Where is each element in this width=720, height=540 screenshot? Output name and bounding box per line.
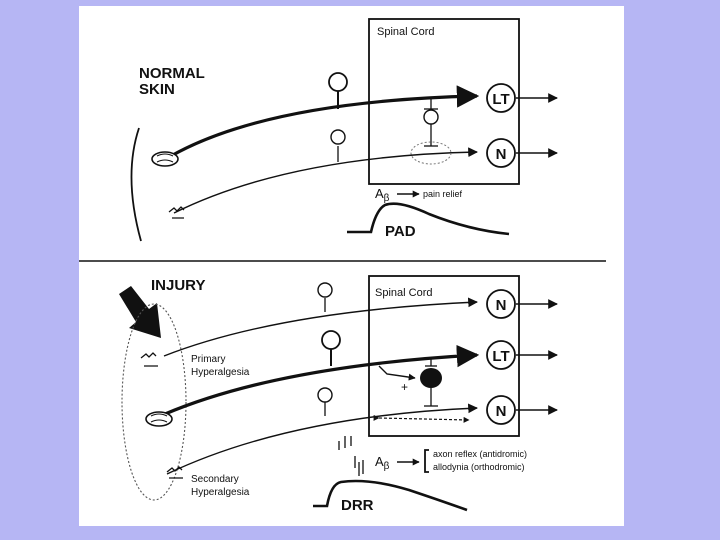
pain-relief-label: pain relief <box>423 189 463 199</box>
drr-spikes <box>338 436 364 476</box>
n-neuron-top <box>486 138 516 168</box>
pad-waveform <box>347 202 510 236</box>
primary-hyperalgesia-line1: Primary <box>191 354 225 365</box>
secondary-hyperalgesia-line2: Hyperalgesia <box>191 487 250 498</box>
injury-title: INJURY <box>151 277 205 294</box>
abeta-fiber-bottom <box>164 344 480 416</box>
presynaptic-terminal-dotted <box>410 141 452 165</box>
normal-skin-title-line1: NORMAL <box>139 65 205 82</box>
drg-cell-body-large <box>328 72 348 92</box>
n-neuron-label-top: N <box>496 146 507 163</box>
spinal-cord-label-top: Spinal Cord <box>377 26 434 38</box>
plus-sign: + <box>401 380 408 394</box>
spinal-cord-label-bottom: Spinal Cord <box>375 287 432 299</box>
drg-cell-body-small <box>330 129 346 145</box>
lt-neuron-bottom <box>486 340 516 370</box>
secondary-hyperalgesia-line1: Secondary <box>191 474 239 485</box>
abeta-label-top: Aβ <box>375 186 390 204</box>
c-fiber-bottom-secondary <box>166 403 478 475</box>
pain-pathway-diagram: NORMAL SKIN Spinal Cord LT N <box>79 18 606 514</box>
pad-label: PAD <box>385 223 416 240</box>
excitatory-input-arrow <box>378 365 416 381</box>
drg-cell-body-bottom-1 <box>317 282 333 298</box>
primary-hyperalgesia-line2: Hyperalgesia <box>191 367 250 378</box>
slide-panel: NORMAL SKIN Spinal Cord LT N <box>79 6 624 526</box>
abeta-label-bottom: Aβ <box>375 454 390 472</box>
drg-cell-body-bottom-large <box>321 330 341 350</box>
axon-reflex-label: axon reflex (antidromic) <box>433 449 527 459</box>
n-neuron-label-bottom-2: N <box>496 403 507 420</box>
inhibitory-interneuron <box>423 109 439 125</box>
n-neuron-label-bottom-1: N <box>496 297 507 314</box>
antidromic-double-arrow <box>373 414 470 423</box>
c-fiber-bottom-primary <box>163 297 478 357</box>
bracket <box>424 449 429 473</box>
injured-nerve-ending-icon <box>140 352 158 367</box>
hyperalgesia-zone-dotted <box>121 303 187 501</box>
lt-neuron-label-bottom: LT <box>492 348 509 365</box>
activated-interneuron <box>420 368 442 388</box>
drg-cell-body-bottom-2 <box>317 387 333 403</box>
skin-surface-curve <box>130 127 142 242</box>
n-neuron-bottom-1 <box>486 289 516 319</box>
allodynia-label: allodynia (orthodromic) <box>433 462 525 472</box>
secondary-nerve-ending-icon <box>166 466 183 479</box>
top-panel: NORMAL SKIN Spinal Cord LT N <box>130 18 558 242</box>
free-nerve-ending-icon <box>168 206 185 219</box>
drr-waveform <box>313 479 468 512</box>
n-neuron-bottom-2 <box>486 395 516 425</box>
lt-neuron <box>486 83 516 113</box>
normal-skin-title-line2: SKIN <box>139 81 175 98</box>
spinal-cord-box-bottom <box>368 275 520 437</box>
bottom-panel: INJURY Spinal Cord N LT N <box>119 275 558 514</box>
lt-neuron-label-top: LT <box>492 91 509 108</box>
c-fiber-top <box>173 147 478 214</box>
injury-arrow-icon <box>119 286 161 338</box>
drr-label: DRR <box>341 497 374 514</box>
abeta-fiber-top <box>170 85 480 158</box>
